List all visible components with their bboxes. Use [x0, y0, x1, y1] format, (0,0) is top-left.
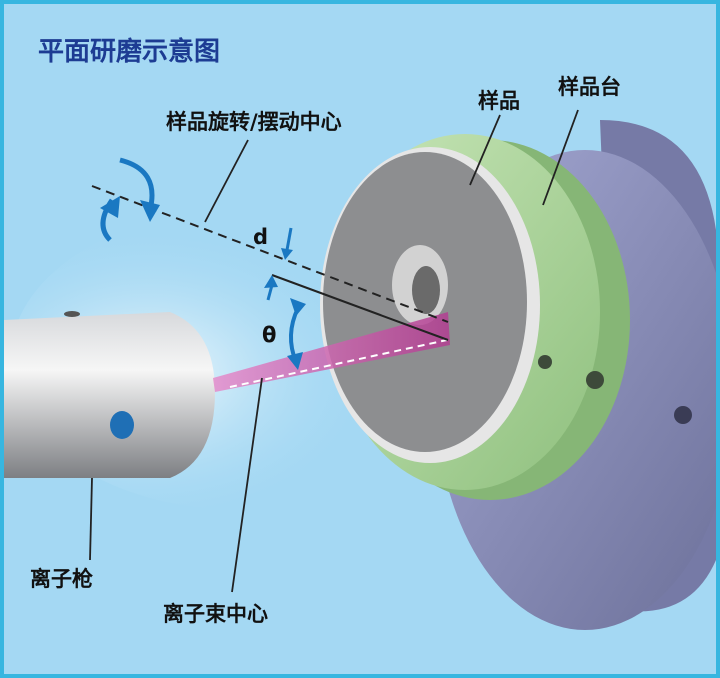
- label-rotation-center: 样品旋转/摆动中心: [166, 110, 342, 134]
- ring-hole: [586, 371, 604, 389]
- angle-theta-marker: [287, 298, 306, 370]
- label-sample: 样品: [478, 89, 520, 113]
- label-d: d: [253, 225, 268, 249]
- label-ion-gun: 离子枪: [30, 567, 93, 591]
- leader-lines: [89, 109, 579, 593]
- label-beam-center: 离子束中心: [163, 602, 268, 626]
- ion-beam: [213, 312, 450, 392]
- rotation-arrows-icon: [100, 157, 160, 242]
- label-theta: θ: [262, 323, 276, 347]
- planar-milling-diagram: 平面研磨示意图 样品旋转/摆动中心 样品 样品台 离子枪 离子束中心 d θ: [4, 4, 716, 674]
- diagram-title: 平面研磨示意图: [38, 36, 220, 67]
- beam-center-line: [229, 339, 448, 388]
- ion-gun: [4, 311, 215, 478]
- offset-d-marker: [264, 227, 293, 301]
- ion-gun-port: [110, 411, 134, 439]
- label-stage: 样品台: [558, 75, 621, 99]
- sample-disc: [320, 147, 540, 463]
- sample-surface-line: [271, 274, 449, 341]
- ring-hole: [538, 355, 552, 369]
- stage-screw-hole: [674, 406, 692, 424]
